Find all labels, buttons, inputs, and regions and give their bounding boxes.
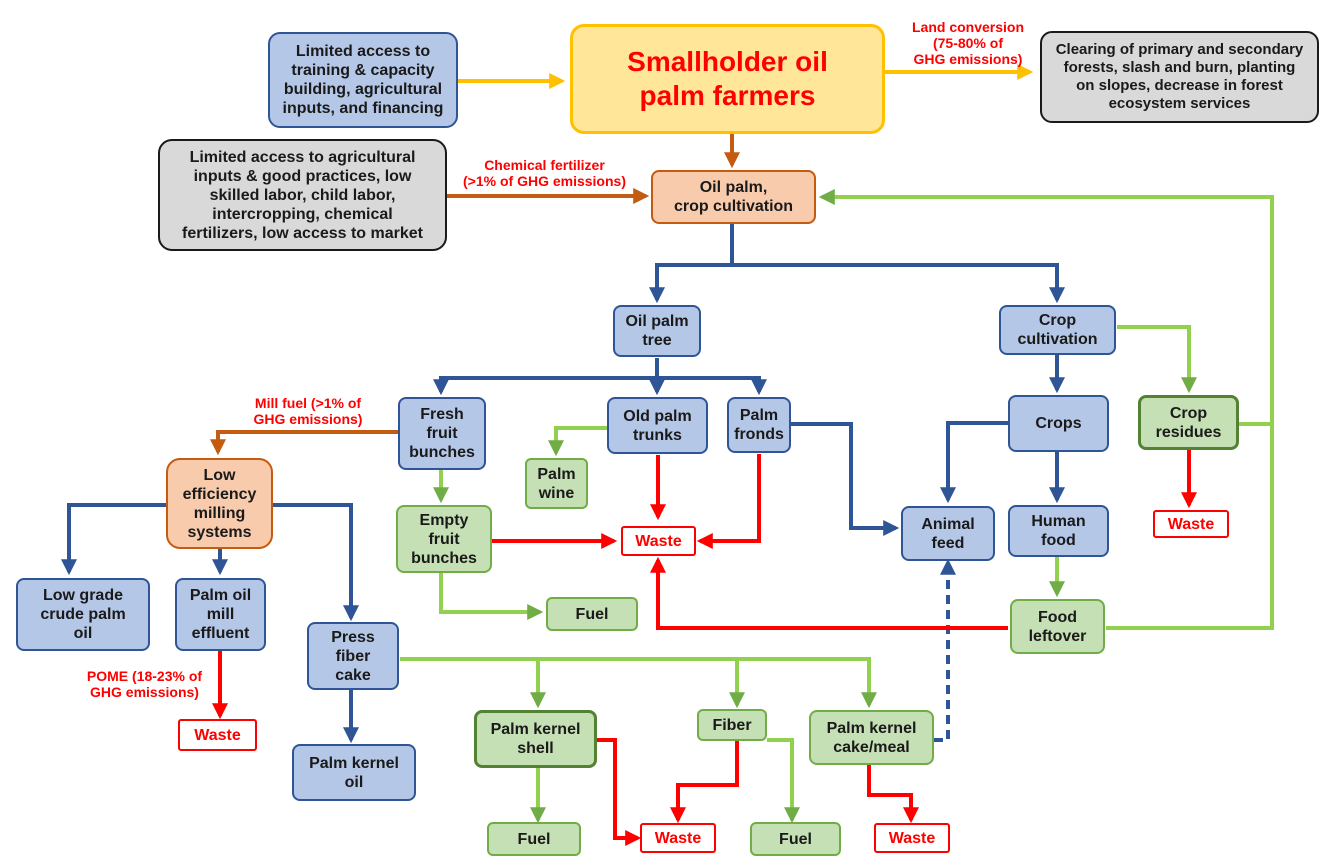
arrow-fronds-to-feed	[791, 422, 900, 536]
node-crop-cultivation: Crop cultivation	[999, 305, 1116, 355]
arrow-milling-to-press	[273, 503, 359, 622]
node-waste-cake: Waste	[874, 823, 950, 853]
node-limited-inputs: Limited access to agricultural inputs & …	[158, 139, 447, 251]
arrow-loop-to-cultivation	[818, 189, 1274, 630]
note-chemical-fertilizer: Chemical fertilizer (>1% of GHG emission…	[463, 157, 626, 189]
node-palm-oil-mill-effluent: Palm oil mill effluent	[175, 578, 266, 651]
arrow-fiber-to-fuel	[767, 738, 800, 824]
node-palm-kernel-cake: Palm kernel cake/meal	[809, 710, 934, 765]
arrow-milling-to-lowgrade	[61, 503, 166, 576]
node-fuel-fiber: Fuel	[750, 822, 841, 856]
node-clearing: Clearing of primary and secondary forest…	[1040, 31, 1319, 123]
node-waste-center: Waste	[621, 526, 696, 556]
node-oil-palm-tree: Oil palm tree	[613, 305, 701, 357]
arrow-press-to-fiber	[538, 657, 745, 709]
node-limited-training: Limited access to training & capacity bu…	[268, 32, 458, 128]
arrow-cultivation-to-crop	[730, 224, 1065, 304]
node-food-leftover: Food leftover	[1010, 599, 1105, 654]
arrow-fronds-to-waste	[696, 454, 761, 549]
node-crop-residues: Crop residues	[1138, 395, 1239, 450]
node-oil-palm-crop-cultivation: Oil palm, crop cultivation	[651, 170, 816, 224]
node-human-food: Human food	[1008, 505, 1109, 557]
arrow-trunks-to-wine	[548, 426, 608, 457]
note-mill-fuel: Mill fuel (>1% of GHG emissions)	[253, 395, 363, 427]
arrow-cultivation-to-tree	[649, 224, 734, 304]
node-fuel-shell: Fuel	[487, 822, 581, 856]
node-waste-bottom: Waste	[640, 823, 716, 853]
arrow-tree-to-fresh	[433, 358, 659, 396]
arrow-crop-to-residues	[1117, 325, 1197, 394]
arrow-tree-to-fronds	[655, 358, 767, 396]
note-pome-ghg: POME (18-23% of GHG emissions)	[86, 668, 203, 700]
arrow-cake-to-waste	[867, 765, 919, 824]
arrow-crops-to-feed	[940, 421, 1008, 504]
node-palm-kernel-oil: Palm kernel oil	[292, 744, 416, 801]
node-waste-pome: Waste	[178, 719, 257, 751]
node-palm-kernel-shell: Palm kernel shell	[474, 710, 597, 768]
arrow-fresh-to-milling	[210, 430, 398, 456]
node-palm-wine: Palm wine	[525, 458, 588, 509]
node-waste-residues: Waste	[1153, 510, 1229, 538]
node-fiber: Fiber	[697, 709, 767, 741]
node-fresh-fruit-bunches: Fresh fruit bunches	[398, 397, 486, 470]
arrow-fiber-to-waste	[670, 740, 739, 824]
node-empty-fruit-bunches: Empty fruit bunches	[396, 505, 492, 573]
arrow-shell-to-waste	[597, 738, 642, 846]
arrow-leftover-to-waste	[650, 556, 1008, 630]
note-land-conversion: Land conversion (75-80% of GHG emissions…	[911, 19, 1025, 67]
node-fuel-efb: Fuel	[546, 597, 638, 631]
node-press-fiber-cake: Press fiber cake	[307, 622, 399, 690]
arrow-efb-to-fuel	[439, 573, 544, 620]
arrow-cake-to-feed-dashed	[934, 558, 956, 742]
node-low-efficiency-milling: Low efficiency milling systems	[166, 458, 273, 549]
node-low-grade-crude-palm-oil: Low grade crude palm oil	[16, 578, 150, 651]
arrow-press-to-shell	[400, 657, 546, 709]
node-palm-fronds: Palm fronds	[727, 397, 791, 453]
node-crops: Crops	[1008, 395, 1109, 452]
arrow-press-to-cake	[737, 657, 877, 709]
node-animal-feed: Animal feed	[901, 506, 995, 561]
node-old-palm-trunks: Old palm trunks	[607, 397, 708, 454]
node-smallholder-farmers: Smallholder oil palm farmers	[570, 24, 885, 134]
